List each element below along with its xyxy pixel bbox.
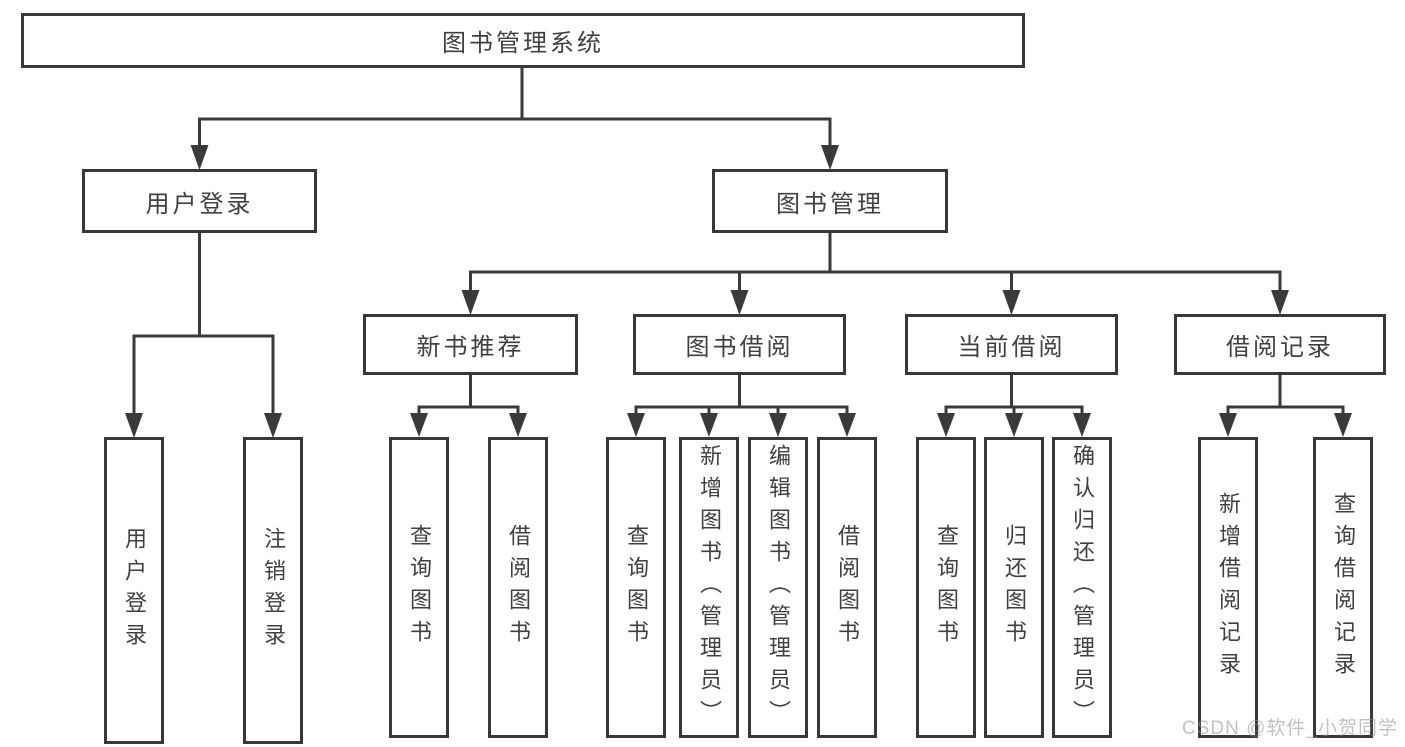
leaf-add-book-admin-label: 新增图书（管理员） <box>697 443 722 732</box>
leaf-return-book-label: 归还图书 <box>1002 523 1027 652</box>
node-book-borrow: 图书借阅 <box>633 314 846 375</box>
leaf-logout-label: 注销登录 <box>261 526 286 655</box>
leaf-query-books-borrow: 查询图书 <box>606 437 666 738</box>
leaf-logout: 注销登录 <box>243 437 303 744</box>
leaf-query-books-recommend-label: 查询图书 <box>407 523 432 652</box>
leaf-confirm-return-admin: 确认归还（管理员） <box>1052 437 1112 738</box>
node-new-book-recommend: 新书推荐 <box>363 314 578 375</box>
leaf-confirm-return-admin-label: 确认归还（管理员） <box>1070 443 1095 732</box>
node-user-login: 用户登录 <box>82 169 317 233</box>
leaf-add-borrow-record: 新增借阅记录 <box>1198 437 1258 738</box>
leaf-query-borrow-record-label: 查询借阅记录 <box>1331 491 1356 684</box>
leaf-edit-book-admin-label: 编辑图书（管理员） <box>766 443 791 732</box>
leaf-query-borrow-record: 查询借阅记录 <box>1313 437 1373 738</box>
leaf-query-books-current: 查询图书 <box>916 437 976 738</box>
leaf-borrow-books: 借阅图书 <box>817 437 877 738</box>
leaf-user-login-label: 用户登录 <box>122 526 147 655</box>
leaf-query-books-current-label: 查询图书 <box>934 523 959 652</box>
leaf-user-login: 用户登录 <box>104 437 164 744</box>
node-book-management: 图书管理 <box>712 169 948 233</box>
leaf-borrow-books-recommend: 借阅图书 <box>488 437 548 738</box>
leaf-query-books-recommend: 查询图书 <box>389 437 449 738</box>
node-borrow-records: 借阅记录 <box>1174 314 1386 375</box>
csdn-watermark: CSDN @软件_小贺同学 <box>1182 718 1398 739</box>
leaf-add-book-admin: 新增图书（管理员） <box>679 437 739 738</box>
leaf-borrow-books-label: 借阅图书 <box>835 523 860 652</box>
node-current-borrow: 当前借阅 <box>905 314 1118 375</box>
leaf-query-books-borrow-label: 查询图书 <box>624 523 649 652</box>
leaf-borrow-books-recommend-label: 借阅图书 <box>506 523 531 652</box>
node-root-library-system: 图书管理系统 <box>21 13 1025 68</box>
leaf-add-borrow-record-label: 新增借阅记录 <box>1216 491 1241 684</box>
leaf-return-book: 归还图书 <box>984 437 1044 738</box>
leaf-edit-book-admin: 编辑图书（管理员） <box>748 437 808 738</box>
